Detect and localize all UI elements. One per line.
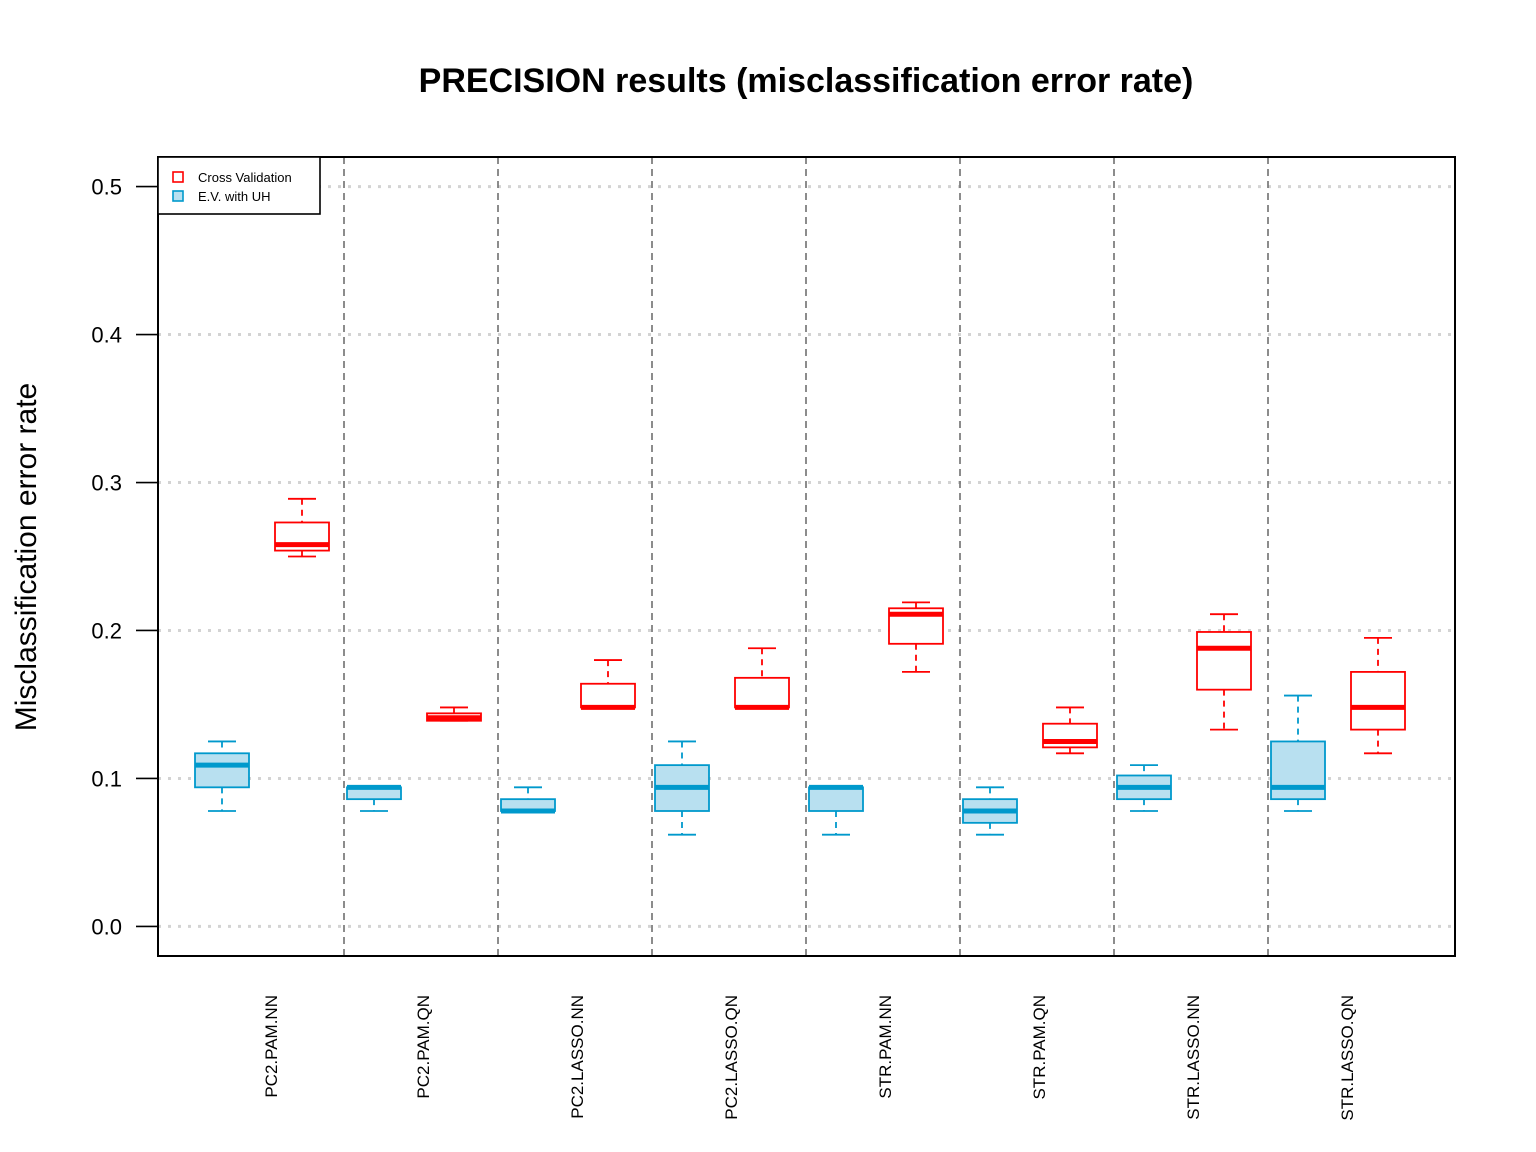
x-tick-label: STR.LASSO.QN [1338,995,1357,1121]
y-tick-label: 0.3 [91,471,122,496]
box-cv [1196,613,1252,731]
box-cv [1350,636,1406,755]
box-ev [808,784,864,836]
y-axis: 0.0 0.1 0.2 0.3 0.4 0.5 [91,175,158,939]
box-ev [654,740,710,836]
box-ev [1270,694,1326,812]
box-iqr [1196,631,1252,691]
box-iqr [580,682,636,709]
box-ev [194,740,250,812]
y-tick-label: 0.1 [91,766,122,791]
box-ev [1116,764,1172,812]
box-iqr [1350,671,1406,731]
x-axis: PC2.PAM.NN PC2.PAM.QN PC2.LASSO.NN PC2.LASS… [262,995,1357,1121]
legend-swatch [172,171,184,183]
x-tick-label: STR.PAM.QN [1030,995,1049,1100]
box-ev [962,786,1018,836]
box-iqr [808,786,864,812]
y-tick-label: 0.0 [91,914,122,939]
y-tick-label: 0.4 [91,323,122,348]
legend-swatch [172,190,184,202]
x-tick-label: PC2.PAM.QN [414,995,433,1099]
y-tick-label: 0.2 [91,618,122,643]
box-cv [1042,706,1098,755]
x-tick-label: STR.LASSO.NN [1184,995,1203,1120]
box-ev [500,786,556,814]
box-cv [274,497,330,558]
box-ev [346,784,402,812]
plot-frame [157,156,1456,957]
box-cv [888,601,944,673]
box-layer [194,497,1406,836]
grid-layer [158,185,1455,928]
chart-title: PRECISION results (misclassification err… [419,62,1194,100]
x-tick-label: PC2.PAM.NN [262,995,281,1098]
box-cv [734,647,790,710]
x-tick-label: PC2.LASSO.NN [568,995,587,1119]
box-cv [426,706,482,722]
x-tick-label: PC2.LASSO.QN [722,995,741,1120]
box-iqr [1270,740,1326,801]
box-iqr [734,676,790,709]
category-separators [343,157,1269,956]
box-iqr [194,752,250,789]
y-axis-label: Misclassification error rate [10,383,43,731]
box-cv [580,659,636,710]
legend-box [157,156,321,215]
legend-label: Cross Validation [198,170,292,185]
y-tick-label: 0.5 [91,175,122,200]
legend-label: E.V. with UH [198,189,271,204]
x-tick-label: STR.PAM.NN [876,995,895,1099]
